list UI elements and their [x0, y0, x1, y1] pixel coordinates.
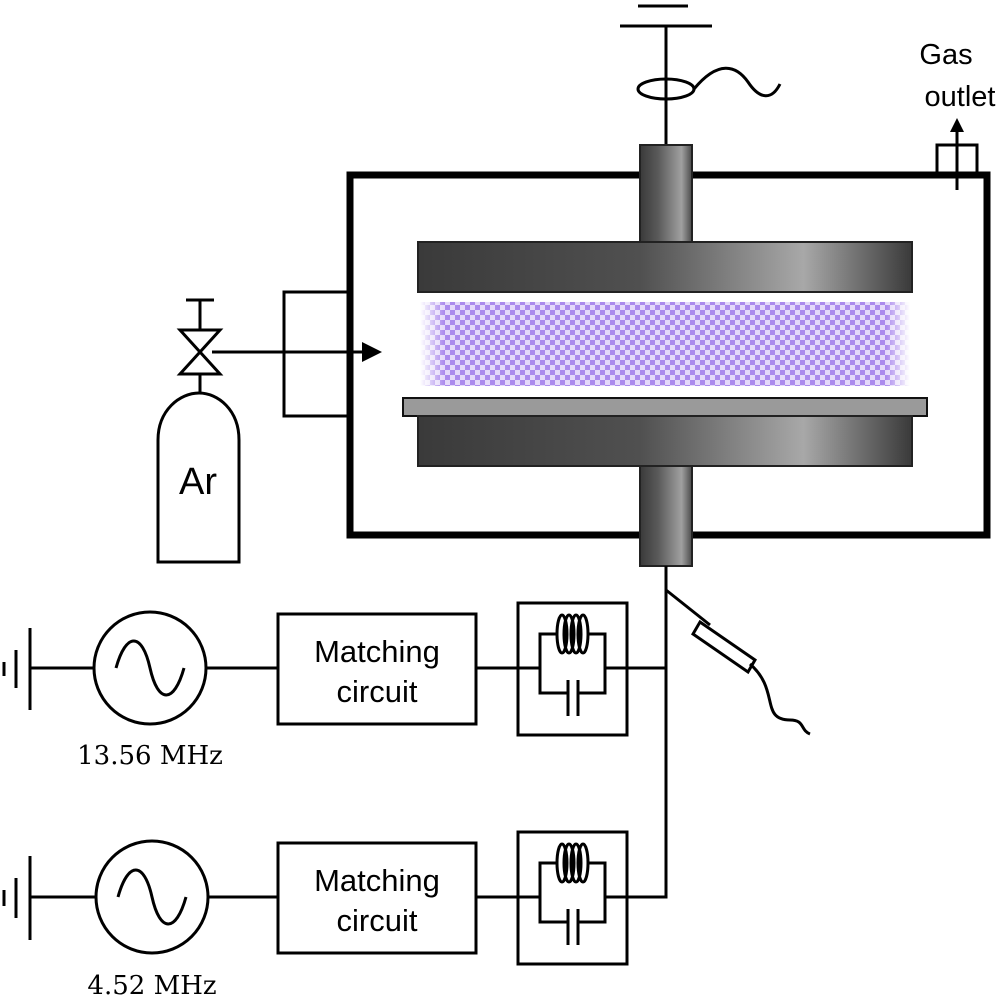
rf-source-lower [94, 839, 210, 955]
voltage-probe [665, 588, 811, 736]
rf-source-upper [92, 610, 208, 726]
gas-inlet-box [282, 290, 350, 418]
lower-electrode [417, 415, 913, 467]
frequency-label-upper: 13.56 MHz [77, 741, 223, 771]
ground-symbol-lower [2, 856, 96, 940]
ground-symbol-upper [2, 628, 94, 710]
gas-valve-icon [176, 298, 224, 392]
top-ground-symbol [620, 4, 712, 145]
substrate-plate [402, 397, 928, 417]
upper-electrode [417, 241, 913, 293]
sine-wave-icon [114, 639, 186, 697]
gas-inlet-arrow-icon [362, 342, 382, 362]
argon-gas-cylinder [156, 391, 241, 564]
lc-filter-upper [516, 601, 629, 737]
matching-circuit-lower-line1: Matching [314, 863, 440, 898]
upper-electrode-shaft [639, 144, 693, 244]
gas-outlet-label-line2: outlet [925, 81, 996, 113]
matching-circuit-upper-line1: Matching [314, 634, 440, 669]
argon-label: Ar [179, 461, 217, 503]
sine-wave-icon [116, 868, 188, 926]
gas-outlet [935, 127, 979, 190]
lc-filter-lower [516, 830, 629, 966]
plasma-discharge [420, 302, 910, 386]
matching-circuit-lower-line2: circuit [337, 903, 418, 938]
gas-outlet-arrow-icon [950, 118, 964, 132]
gas-outlet-label-line1: Gas [919, 39, 972, 71]
matching-circuit-upper-line2: circuit [337, 674, 418, 709]
frequency-label-lower: 4.52 MHz [87, 971, 216, 1001]
lower-electrode-shaft [639, 465, 693, 567]
probe-signal-wire [692, 66, 782, 98]
matching-circuit-upper [276, 612, 478, 726]
rf-feed-bus [627, 566, 668, 899]
